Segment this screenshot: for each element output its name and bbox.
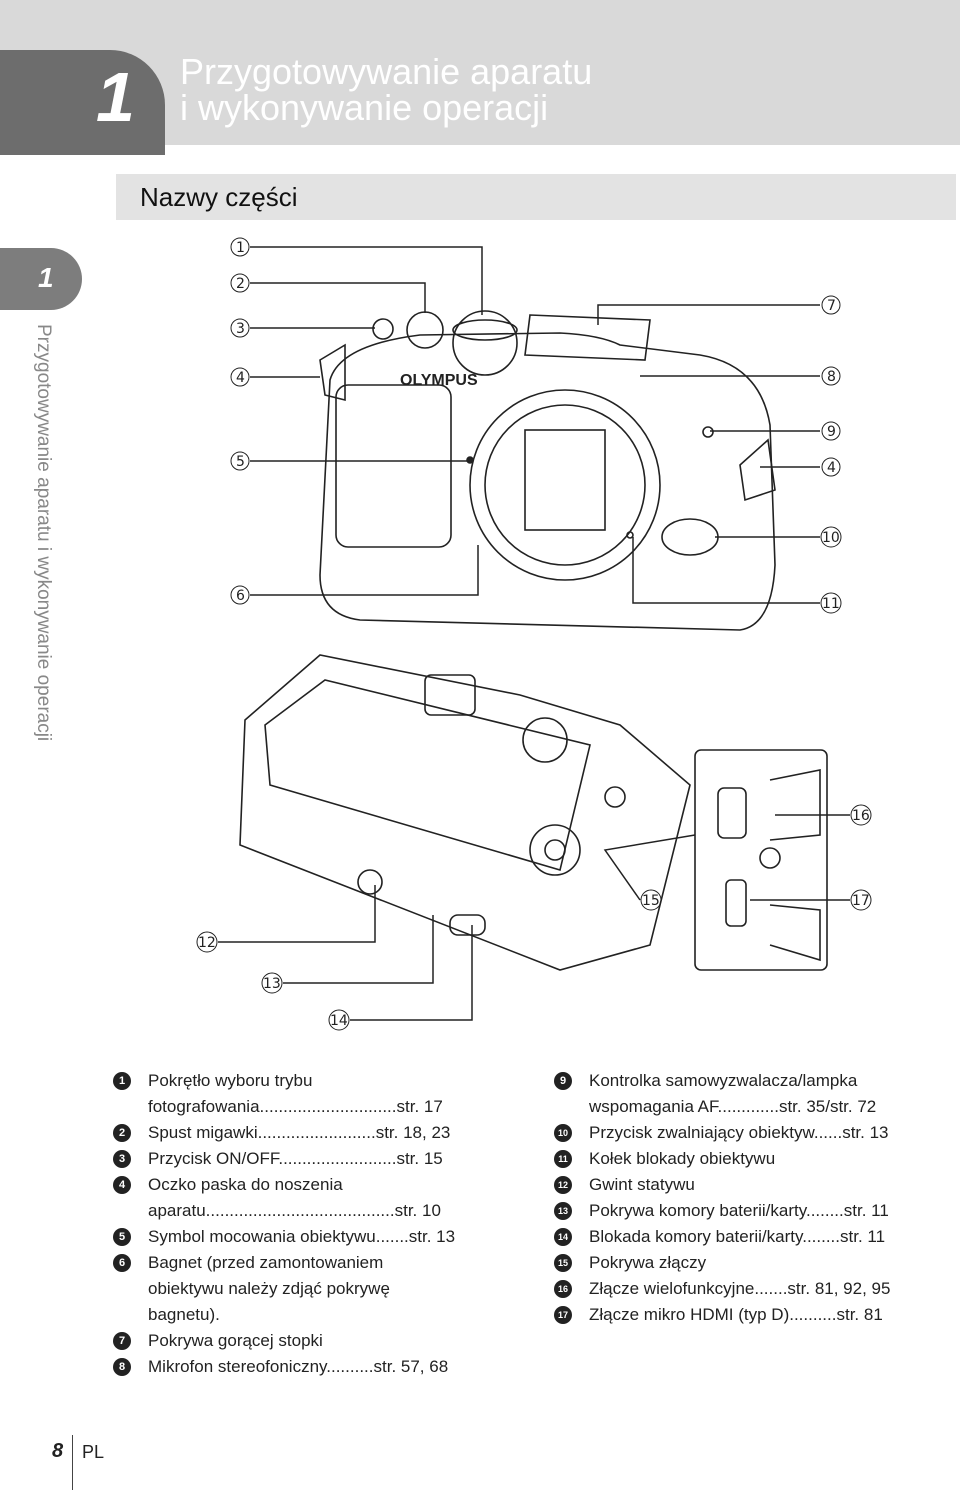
callout-numbers: 1 2 3 4 5 6 7 8 9 4 10 11 12 13 14 15 16… [196, 237, 872, 1031]
callout-1: 1 [236, 240, 245, 256]
legend-item-cont: wspomagania AF.............str. 35/str. … [589, 1097, 877, 1116]
legend-item-cont: bagnetu). [148, 1305, 220, 1324]
lens-release-button [661, 518, 719, 556]
callout-15: 15 [642, 893, 660, 909]
callout-5: 5 [236, 454, 245, 470]
mode-dial [452, 310, 518, 376]
on-off-button [372, 318, 394, 340]
callout-9: 9 [827, 424, 836, 440]
callout-7: 7 [827, 298, 836, 314]
camera-front-body [319, 332, 776, 631]
chapter-title-line2: i wykonywanie operacji [180, 87, 549, 128]
language-code: PL [82, 1442, 105, 1462]
legend-item-cont: aparatu.................................… [148, 1201, 441, 1220]
lens-mount [469, 389, 661, 581]
leader-lines [218, 246, 850, 1021]
callout-2: 2 [236, 276, 245, 292]
section-title: Nazwy części [140, 182, 298, 212]
camera-grip [335, 384, 452, 548]
callout-13: 13 [263, 976, 281, 992]
callout-4b: 4 [827, 460, 836, 476]
callout-8: 8 [827, 369, 836, 385]
chapter-title: Przygotowywanie aparatu i wykonywanie op… [180, 54, 680, 126]
camera-back-body [239, 654, 691, 971]
callout-6: 6 [236, 588, 245, 604]
legend-item-cont: fotografowania..........................… [148, 1097, 443, 1116]
shutter-button [406, 311, 444, 349]
page-number: 8 [52, 1440, 64, 1462]
callout-12: 12 [198, 935, 216, 951]
callout-10: 10 [822, 530, 840, 546]
lcd-screen [264, 679, 591, 872]
footer-divider [72, 1435, 73, 1490]
callout-17: 17 [852, 893, 870, 909]
callout-3: 3 [236, 321, 245, 337]
side-chapter-text: Przygotowywanie aparatu i wykonywanie op… [33, 324, 54, 742]
callout-11: 11 [822, 596, 840, 612]
brand-logo: OLYMPUS [400, 372, 478, 389]
connector-inset [694, 749, 828, 971]
camera-parts-diagram: OLYMPUS 1 2 3 4 5 6 7 8 9 4 10 11 12 13 … [196, 237, 872, 1031]
chapter-number: 1 [96, 58, 135, 136]
side-chapter-number: 1 [38, 262, 54, 293]
chapter-number-tab [0, 50, 165, 155]
section-bar [116, 174, 956, 220]
legend-item-cont: obiektywu należy zdjąć pokrywę [148, 1279, 390, 1298]
callout-4: 4 [236, 370, 245, 386]
callout-16: 16 [852, 808, 870, 824]
chapter-title-line1: Przygotowywanie aparatu [180, 51, 593, 92]
callout-14: 14 [330, 1013, 348, 1029]
side-chapter-tab [0, 248, 82, 310]
hot-shoe [524, 314, 651, 361]
